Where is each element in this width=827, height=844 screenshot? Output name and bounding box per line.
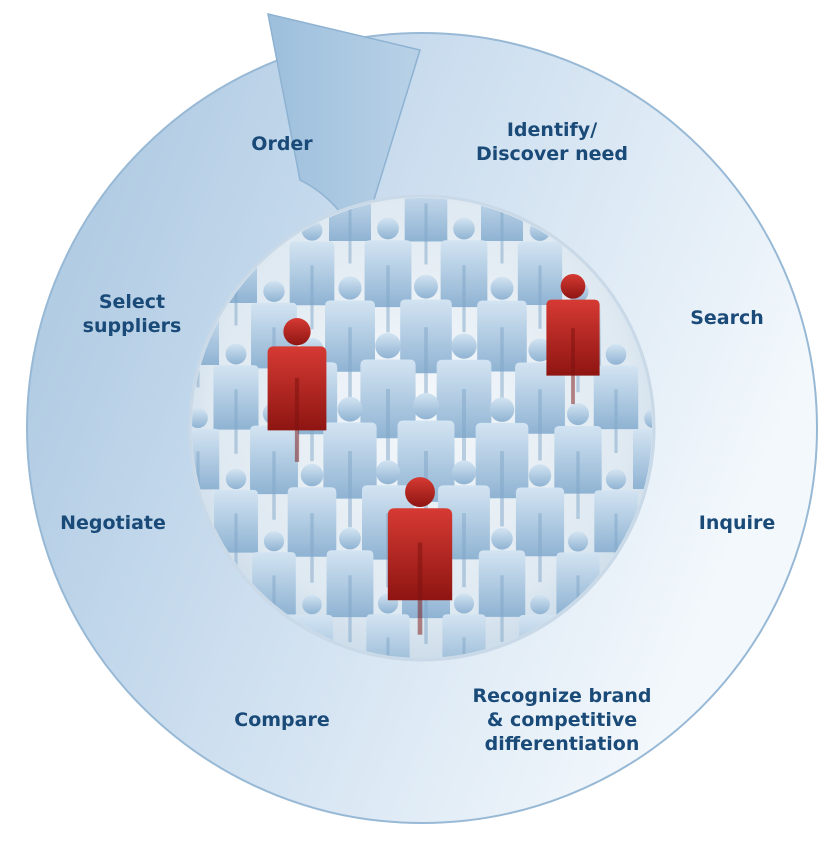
person-figure — [329, 198, 371, 264]
highlighted-person-figure — [546, 273, 600, 405]
person-figure — [326, 527, 374, 643]
step-order-label: Order — [251, 133, 313, 155]
person-figure — [515, 338, 565, 461]
step-identify-label: Identify/ Discover need — [475, 119, 629, 165]
step-search-label: Search — [690, 307, 764, 329]
person-figure — [554, 403, 602, 519]
person-figure — [475, 397, 529, 527]
step-inquire-label: Inquire — [698, 512, 776, 534]
person-figure — [213, 343, 259, 454]
person-figure — [478, 527, 526, 642]
person-figure — [593, 344, 639, 453]
person-figure — [325, 276, 375, 399]
person-figure — [364, 217, 412, 333]
person-figure — [436, 333, 492, 468]
person-figure — [633, 408, 652, 489]
step-recognize-label: Recognize brand & competitive differenti… — [472, 685, 652, 755]
step-negotiate-label: Negotiate — [60, 512, 166, 534]
person-figure — [477, 276, 527, 399]
step-select-label: Select suppliers — [82, 291, 182, 337]
person-figure — [442, 593, 486, 658]
person-figure — [214, 468, 258, 577]
highlighted-person-figure — [267, 318, 327, 462]
person-figure — [404, 198, 448, 265]
person-figure — [515, 464, 565, 583]
person-figure — [400, 274, 452, 401]
person-figure — [323, 396, 377, 528]
step-compare-label: Compare — [234, 709, 330, 731]
highlighted-person-figure — [387, 477, 453, 635]
person-figure — [440, 217, 488, 333]
person-figure — [287, 463, 337, 583]
person-figure — [360, 332, 416, 468]
